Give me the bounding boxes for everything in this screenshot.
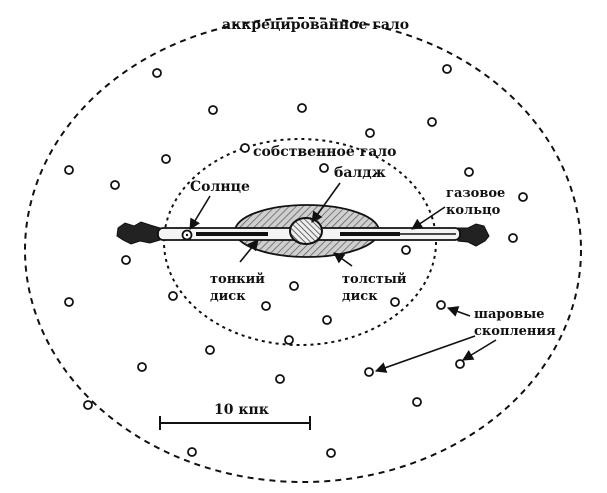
globular-cluster [322, 315, 332, 325]
own-halo-label: собственное гало [253, 144, 397, 160]
globular-cluster [121, 255, 131, 265]
bulge-pointer [311, 182, 341, 223]
own-halo-boundary [163, 138, 437, 346]
thick-disk-label-line2: диск [342, 289, 378, 304]
globular-cluster [208, 105, 218, 115]
globular-cluster [289, 281, 299, 291]
thin-disk-pointer [239, 239, 259, 263]
globular-cluster [390, 297, 400, 307]
globular-cluster [365, 128, 375, 138]
bulge-label: балдж [334, 165, 386, 181]
globular-cluster [455, 359, 465, 369]
globular-pointer-left [374, 335, 476, 373]
accreted-halo-boundary [24, 17, 582, 483]
annotation-arrows [189, 182, 497, 373]
thin-disk-label-line2: диск [210, 289, 246, 304]
globular-cluster [187, 447, 197, 457]
globular-cluster [518, 192, 528, 202]
globular-cluster [83, 400, 93, 410]
globular-cluster [152, 68, 162, 78]
scale-bar-label: 10 кпк [214, 402, 269, 418]
globular-cluster [240, 143, 250, 153]
globular-cluster [64, 165, 74, 175]
globular-cluster [364, 367, 374, 377]
globular-clusters [64, 64, 528, 458]
globular-cluster [168, 291, 178, 301]
globular-cluster [64, 297, 74, 307]
globular-cluster [110, 180, 120, 190]
bulge [289, 217, 323, 245]
globular-cluster [464, 167, 474, 177]
thick-disk-pointer [333, 252, 353, 267]
globular-cluster [326, 448, 336, 458]
thin-disk-label-line1: тонкий [210, 272, 265, 287]
globular-cluster [427, 117, 437, 127]
gas-ring-label-line2: кольцо [446, 203, 501, 218]
globular-cluster [442, 64, 452, 74]
globular-cluster [412, 397, 422, 407]
globular-cluster [275, 374, 285, 384]
globular-cluster [319, 163, 329, 173]
globular-pointer-upper [446, 306, 471, 317]
globular-cluster [436, 300, 446, 310]
scale-bar [159, 416, 311, 430]
globular-cluster [161, 154, 171, 164]
globular-cluster [297, 103, 307, 113]
globular-cluster [284, 335, 294, 345]
globular-cluster [137, 362, 147, 372]
accreted-halo-label: аккрецированное гало [222, 17, 410, 33]
sun-pointer [189, 195, 211, 230]
sun-label: Солнце [190, 179, 250, 195]
globular-cluster [261, 301, 271, 311]
gas-ring-pointer [411, 206, 446, 230]
globular-cluster [508, 233, 518, 243]
globular-clusters-label-line1: шаровые [474, 307, 545, 322]
gas-ring-label-line1: газовое [446, 186, 506, 201]
globular-clusters-label-line2: скопления [474, 324, 556, 339]
globular-cluster [401, 245, 411, 255]
globular-pointer-lower [462, 339, 497, 361]
globular-cluster [205, 345, 215, 355]
thick-disk-label-line1: толстый [342, 272, 407, 287]
